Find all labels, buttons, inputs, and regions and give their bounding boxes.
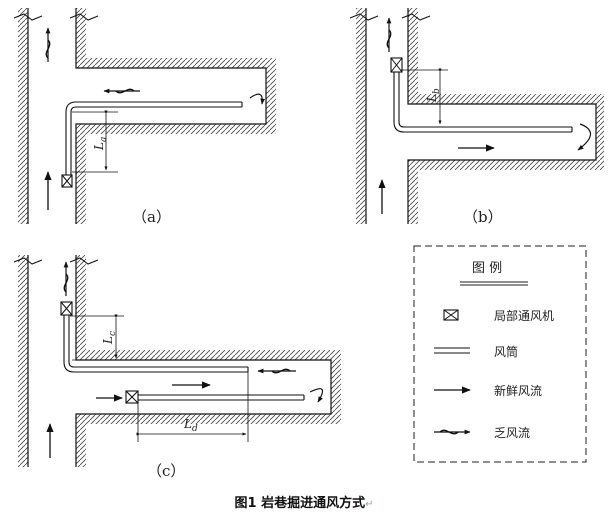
legend-label: 局部通风机 — [494, 308, 554, 323]
fan-cross — [125, 390, 139, 404]
lower-right-hatch — [76, 414, 86, 467]
stale-air-arrow-icon — [45, 27, 51, 62]
stale-air-arrow-icon — [103, 88, 140, 94]
legend-box — [413, 245, 587, 463]
roadway-bottom-hatch — [86, 124, 276, 134]
dim-label-lc: Lc — [101, 331, 118, 345]
break-mark — [401, 13, 431, 21]
roadway-top-hatch — [86, 350, 341, 360]
stale-air-arrow-icon — [257, 368, 296, 374]
duct-line-outer — [65, 101, 242, 178]
figure-caption: 图1 岩巷掘进通风方式↵ — [0, 492, 608, 511]
face-hatch — [331, 360, 341, 414]
left-wall-hatch — [18, 255, 28, 467]
roadway-outline — [75, 255, 332, 467]
break-mark — [13, 13, 43, 21]
diagram-c: Lc Ld （c） — [13, 255, 341, 480]
break-mark — [69, 257, 99, 265]
fan-cross — [60, 301, 73, 316]
legend-label: 新鲜风流 — [494, 383, 542, 398]
dim-label-la: La — [92, 137, 109, 151]
duct-line-inner — [70, 106, 242, 178]
break-mark — [69, 13, 99, 21]
upper-right-hatch — [76, 8, 86, 68]
stale-air-arrow-icon — [386, 17, 392, 52]
roadway-bottom-hatch — [418, 160, 604, 170]
stale-air-arrow-icon — [434, 429, 471, 435]
duct-line-inner — [398, 68, 572, 128]
legend-item-fan: 局部通风机 — [443, 308, 554, 323]
face-hatch — [596, 104, 604, 160]
legend-title: 图 例 — [472, 261, 502, 276]
return-flow-arrow — [309, 388, 324, 403]
break-mark — [349, 13, 379, 21]
figure-caption-text: 图1 岩巷掘进通风方式 — [234, 496, 366, 511]
left-wall-hatch — [356, 8, 366, 224]
legend-label: 乏风流 — [494, 426, 530, 440]
diagram-label-a: （a） — [132, 208, 171, 226]
upper-right-hatch — [408, 8, 418, 104]
legend-item-fresh-air: 新鲜风流 — [434, 383, 542, 398]
diagram-a: La （a） — [13, 8, 276, 226]
duct-line-outer — [393, 68, 572, 133]
legend: 图 例 局部通风机 风筒 新鲜风流 乏风流 — [413, 245, 587, 463]
lower-right-hatch — [408, 160, 418, 224]
legend-label: 风筒 — [494, 344, 518, 359]
roadway-bottom-hatch — [86, 414, 341, 424]
duct-line-outer — [63, 312, 248, 373]
return-flow-arrow — [577, 123, 592, 151]
break-mark — [13, 257, 43, 265]
upper-right-hatch — [76, 255, 86, 360]
fan-cross — [61, 174, 73, 188]
roadway-top-hatch — [418, 94, 604, 104]
paragraph-mark: ↵ — [365, 499, 374, 510]
left-wall-hatch — [18, 8, 28, 224]
roadway-top-hatch — [86, 58, 276, 68]
diagram-label-c: （c） — [147, 462, 185, 480]
lower-right-hatch — [76, 124, 86, 224]
roadway-outline — [407, 8, 597, 224]
legend-item-stale-air: 乏风流 — [434, 426, 530, 440]
diagram-label-b: （b） — [463, 208, 503, 226]
diagram-b: Lb （b） — [349, 8, 604, 226]
legend-item-duct: 风筒 — [434, 344, 518, 359]
duct-line-inner — [68, 312, 248, 368]
stale-air-arrow-icon — [63, 261, 69, 296]
return-flow-arrow — [249, 93, 266, 105]
face-hatch — [266, 68, 276, 124]
roadway-outline — [75, 8, 267, 224]
